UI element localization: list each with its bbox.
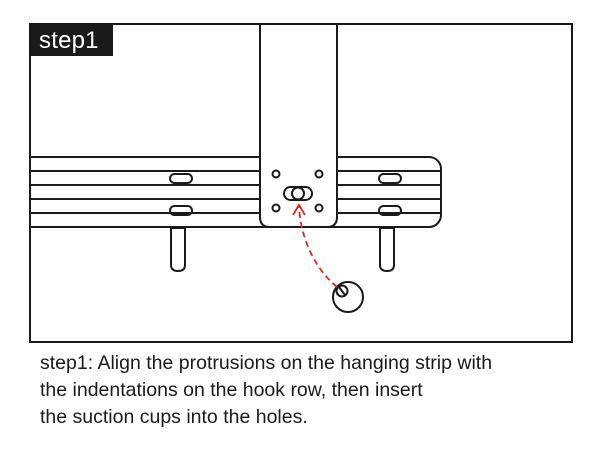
insert-arrow: [292, 203, 338, 288]
assembly-diagram: [31, 25, 442, 313]
indentation-right-bottom: [378, 205, 402, 216]
indentation-right-top: [378, 173, 402, 184]
illustration-frame: step1: [29, 23, 573, 343]
insert-arrow-path: [298, 206, 338, 288]
indentation-left-bottom: [169, 205, 193, 216]
suction-cup-stem: [338, 286, 346, 296]
strip-hole-top-left: [271, 169, 281, 179]
hanging-strip: [259, 25, 338, 228]
step-label: step1: [31, 25, 113, 56]
slot-inner-ring: [291, 186, 305, 201]
hook-row-peg-left: [170, 227, 186, 273]
indentation-left-top: [169, 173, 193, 184]
hook-row-peg-right: [379, 227, 395, 273]
caption-line-1: step1: Align the protrusions on the hang…: [40, 352, 493, 374]
instruction-caption: step1: Align the protrusions on the hang…: [40, 350, 580, 431]
strip-hole-bottom-right: [314, 203, 324, 213]
caption-line-3: the suction cups into the holes.: [40, 406, 308, 428]
hook-row-bar: [31, 156, 442, 228]
strip-hole-top-right: [314, 169, 324, 179]
strip-hole-bottom-left: [271, 203, 281, 213]
caption-line-2: the indentations on the hook row, then i…: [40, 379, 423, 401]
insert-arrow-head: [292, 203, 306, 216]
